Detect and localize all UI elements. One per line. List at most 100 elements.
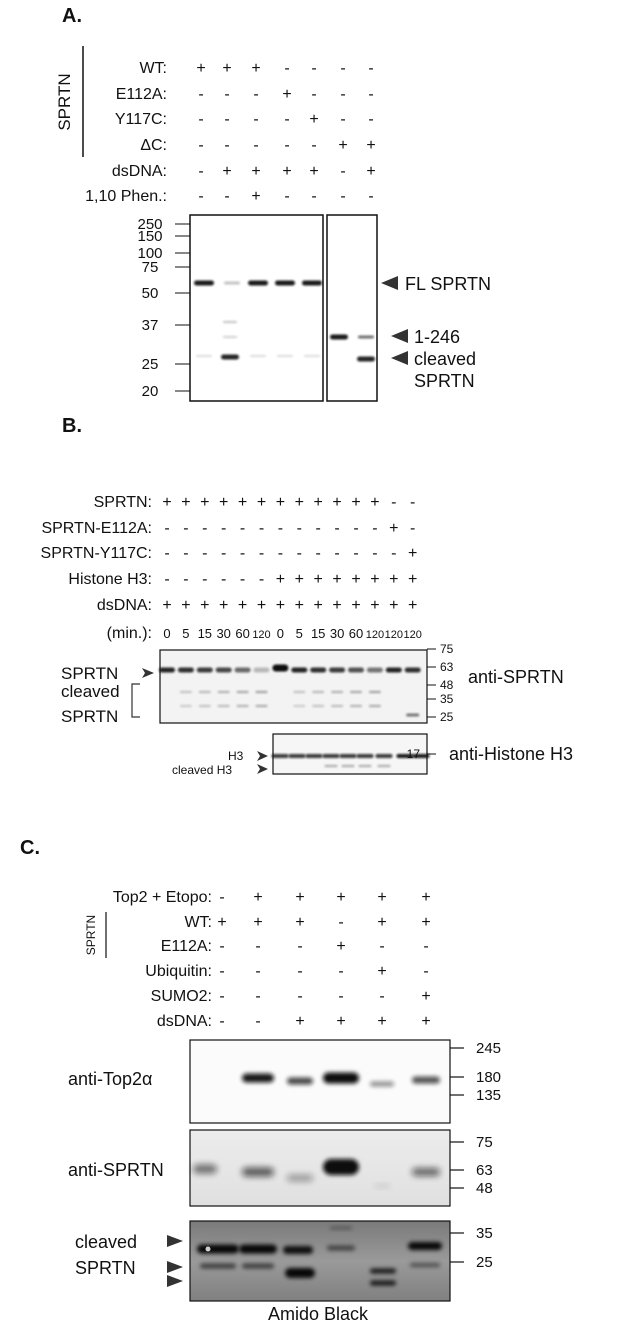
condition-sign: - <box>278 520 283 537</box>
condition-sign: + <box>309 111 318 128</box>
condition-label: E112A: <box>161 938 212 955</box>
condition-sign: + <box>377 914 386 931</box>
time-value: 120 <box>252 629 270 641</box>
gel-band <box>159 667 175 673</box>
condition-sign: + <box>251 188 260 205</box>
gel-band <box>217 705 230 707</box>
gel-band <box>339 754 357 758</box>
panel-b-blot-sprtn <box>159 649 428 724</box>
arrowhead-icon <box>391 329 408 343</box>
time-value: 120 <box>385 629 403 641</box>
condition-sign: + <box>389 520 398 537</box>
gel-band <box>255 705 268 707</box>
condition-label: Histone H3: <box>68 571 152 588</box>
gel-band <box>408 1242 442 1250</box>
condition-sign: + <box>336 1013 345 1030</box>
condition-sign: + <box>408 571 417 588</box>
condition-sign: - <box>224 188 229 205</box>
condition-sign: - <box>219 963 224 980</box>
condition-sign: + <box>219 597 228 614</box>
mw-marker: 63 <box>476 1162 493 1179</box>
mw-marker: 135 <box>476 1087 501 1104</box>
condition-sign: + <box>200 494 209 511</box>
gel-band <box>224 281 240 285</box>
mw-marker: 25 <box>440 710 454 724</box>
arrowhead-icon <box>257 764 268 774</box>
mw-marker: 150 <box>137 228 162 245</box>
mw-marker: 75 <box>142 259 159 276</box>
condition-sign: - <box>316 545 321 562</box>
condition-sign: + <box>200 597 209 614</box>
condition-sign: - <box>297 988 302 1005</box>
condition-sign: - <box>338 988 343 1005</box>
gel-band <box>331 691 344 693</box>
label-sprtn-c: SPRTN <box>75 1258 136 1278</box>
condition-sign: + <box>251 60 260 77</box>
label-cleaved-h3: cleaved H3 <box>172 763 232 777</box>
time-value: 60 <box>349 626 363 641</box>
condition-sign: + <box>351 494 360 511</box>
condition-sign: - <box>423 938 428 955</box>
panel-b-cleaved-bracket <box>131 683 140 718</box>
mw-marker: 63 <box>440 660 454 674</box>
condition-sign: - <box>284 188 289 205</box>
condition-sign: - <box>255 938 260 955</box>
condition-sign: - <box>368 86 373 103</box>
gel-band <box>285 1268 315 1278</box>
condition-sign: - <box>311 188 316 205</box>
time-value: 15 <box>198 626 212 641</box>
gel-band <box>179 691 192 693</box>
condition-sign: - <box>338 914 343 931</box>
mw-marker: 75 <box>440 642 454 656</box>
condition-sign: - <box>284 111 289 128</box>
condition-label: Ubiquitin: <box>145 963 212 980</box>
gel-band <box>350 691 362 693</box>
condition-sign: - <box>219 938 224 955</box>
condition-sign: - <box>219 1013 224 1030</box>
condition-sign: - <box>340 60 345 77</box>
condition-sign: + <box>276 494 285 511</box>
condition-sign: - <box>221 545 226 562</box>
condition-sign: - <box>240 571 245 588</box>
condition-sign: + <box>351 571 360 588</box>
annotation-cleaved: cleaved <box>414 349 476 369</box>
condition-sign: - <box>240 545 245 562</box>
condition-sign: - <box>410 494 415 511</box>
condition-sign: + <box>219 494 228 511</box>
condition-sign: + <box>276 597 285 614</box>
condition-sign: + <box>257 597 266 614</box>
condition-sign: + <box>295 889 304 906</box>
condition-label: WT: <box>139 60 167 77</box>
mw-marker: 35 <box>440 692 454 706</box>
condition-sign: + <box>370 571 379 588</box>
arrowhead-icon <box>142 668 154 678</box>
gel-band <box>358 765 372 767</box>
time-value: 120 <box>366 629 384 641</box>
condition-sign: - <box>334 545 339 562</box>
gel-band <box>177 667 194 673</box>
gel-band <box>287 1174 313 1182</box>
gel-band <box>194 280 214 286</box>
condition-sign: + <box>421 988 430 1005</box>
time-value: 15 <box>311 626 325 641</box>
condition-sign: - <box>278 545 283 562</box>
condition-sign: + <box>222 163 231 180</box>
condition-sign: + <box>295 597 304 614</box>
condition-sign: - <box>224 137 229 154</box>
gel-band <box>406 713 420 717</box>
gel-band <box>277 355 293 357</box>
label-amido-black: Amido Black <box>268 1304 369 1324</box>
condition-label: E112A: <box>116 86 167 103</box>
mw-marker: 50 <box>142 285 159 302</box>
condition-sign: + <box>309 163 318 180</box>
condition-sign: - <box>202 571 207 588</box>
mw-marker: 48 <box>476 1180 493 1197</box>
panel-c: C. Top2 + Etopo:-+++++WT:+++-++E112A:---… <box>20 837 501 1324</box>
condition-sign: - <box>340 188 345 205</box>
condition-sign: - <box>316 520 321 537</box>
condition-sign: + <box>332 571 341 588</box>
condition-sign: - <box>368 188 373 205</box>
condition-sign: - <box>253 111 258 128</box>
gel-band <box>341 765 355 767</box>
